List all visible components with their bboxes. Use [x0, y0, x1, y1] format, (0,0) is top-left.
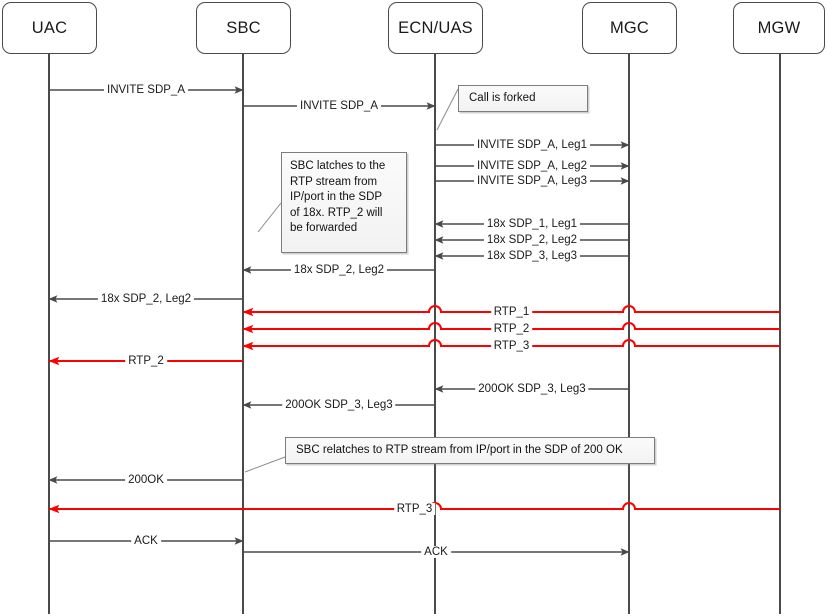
note-sbc-latches-line-2: IP/port in the SDP	[290, 191, 383, 203]
message-label-m10: 18x SDP_2, Leg2	[97, 293, 195, 305]
note-leader-note-call-forked	[436, 88, 459, 131]
lifeline-box-mgc[interactable]: MGC	[582, 2, 677, 54]
lifeline-label-mgw: MGW	[757, 18, 801, 37]
lifeline-box-uac[interactable]: UAC	[2, 2, 97, 54]
lifeline-box-mgw[interactable]: MGW	[733, 2, 825, 54]
message-label-m1: INVITE SDP_A	[104, 84, 188, 96]
message-label-m13: RTP_3	[490, 340, 533, 352]
lifeline-label-mgc: MGC	[609, 18, 650, 37]
note-leader-lines-group	[244, 88, 459, 473]
message-label-m2: INVITE SDP_A	[297, 100, 381, 112]
message-label-m15: 200OK SDP_3, Leg3	[475, 383, 589, 395]
note-sbc-latches-line-4: be forwarded	[290, 222, 358, 234]
message-label-m3: INVITE SDP_A, Leg1	[474, 139, 590, 151]
note-sbc-relatches-text: SBC relatches to RTP stream from IP/port…	[296, 443, 623, 456]
message-label-m9: 18x SDP_2, Leg2	[290, 264, 388, 276]
message-label-m14: RTP_2	[125, 355, 167, 367]
lifeline-box-ecn[interactable]: ECN/UAS	[388, 2, 483, 54]
message-label-m20: ACK	[421, 546, 451, 558]
note-call-forked[interactable]: Call is forked	[458, 85, 588, 112]
message-label-m5: INVITE SDP_A, Leg3	[474, 175, 590, 187]
note-call-forked-text: Call is forked	[469, 91, 536, 104]
note-sbc-latches-line-3: of 18x. RTP_2 will	[290, 206, 383, 219]
message-label-m12: RTP_2	[490, 323, 533, 335]
message-label-m18: RTP_3	[393, 503, 436, 515]
lifeline-label-sbc: SBC	[226, 18, 261, 37]
message-label-m7: 18x SDP_2, Leg2	[483, 234, 581, 246]
lifeline-label-ecn: ECN/UAS	[398, 18, 473, 37]
note-sbc-relatches[interactable]: SBC relatches to RTP stream from IP/port…	[285, 437, 655, 464]
lifeline-label-uac: UAC	[31, 18, 68, 37]
message-label-m19: ACK	[131, 535, 161, 547]
note-sbc-latches-line-0: SBC latches to the	[290, 160, 386, 172]
lifelines-group	[48, 54, 781, 614]
message-label-m11: RTP_1	[490, 306, 533, 318]
message-label-m17: 200OK	[125, 474, 167, 486]
message-label-m6: 18x SDP_1, Leg1	[483, 218, 581, 230]
note-sbc-latches-line-1: RTP stream from	[290, 175, 378, 188]
lifeline-box-sbc[interactable]: SBC	[196, 2, 291, 54]
note-leader-note-sbc-latches	[257, 202, 282, 233]
message-label-m4: INVITE SDP_A, Leg2	[474, 160, 590, 172]
message-label-m8: 18x SDP_3, Leg3	[483, 250, 581, 262]
note-leader-note-sbc-relatches	[244, 456, 286, 473]
message-label-m16: 200OK SDP_3, Leg3	[282, 399, 396, 411]
